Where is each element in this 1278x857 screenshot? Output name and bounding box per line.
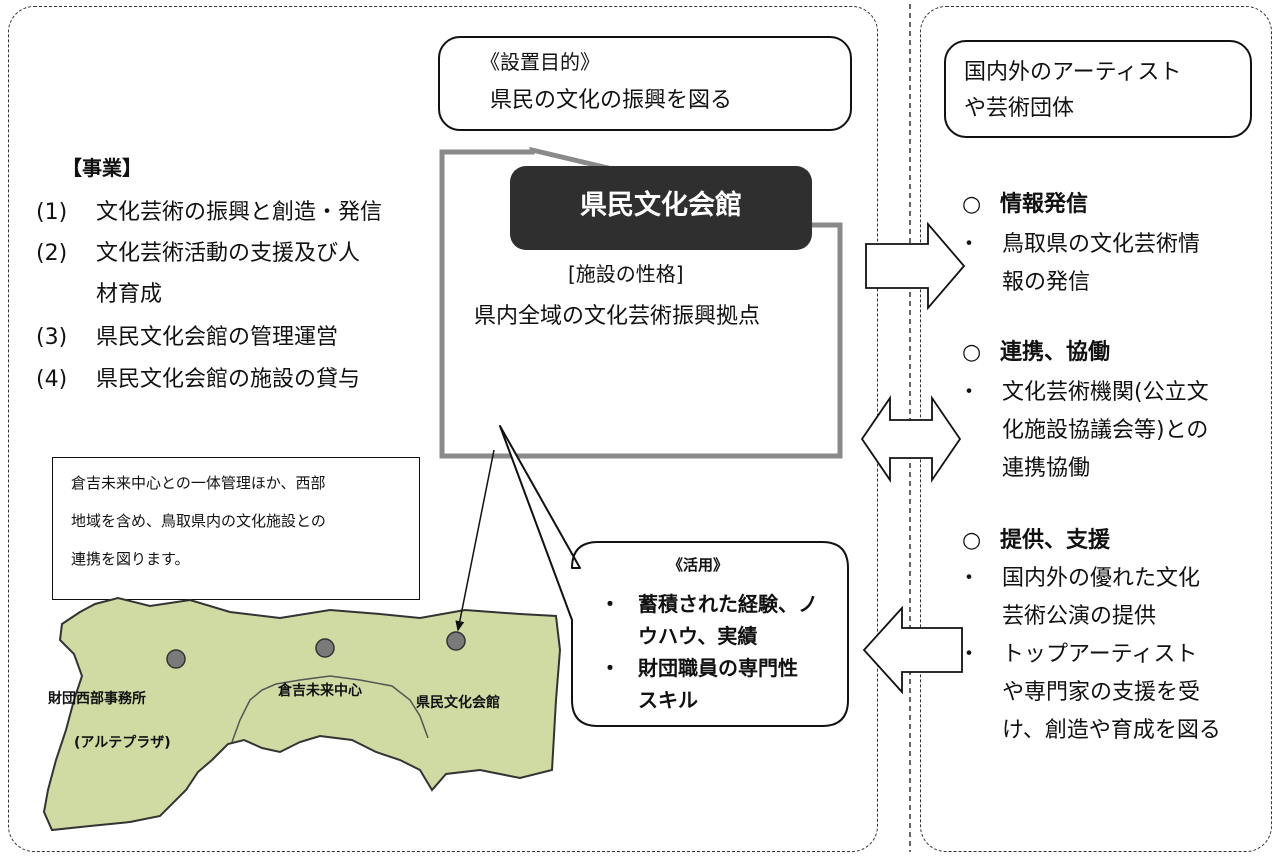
role-1-title: 情報発信 bbox=[1000, 192, 1089, 217]
utilization-bullet-2: ・ bbox=[600, 656, 620, 680]
role-3-title: 提供、支援 bbox=[1000, 528, 1111, 553]
hall-name: 県民文化会館 bbox=[580, 190, 742, 221]
business-item-4-num: (4) bbox=[36, 367, 68, 392]
business-item-2-text: 文化芸術活動の支援及び人 bbox=[96, 241, 361, 266]
role-3-bullet-2-line3: け、創造や育成を図る bbox=[1002, 718, 1221, 743]
role-3-bullet-1: ・ bbox=[958, 566, 981, 591]
purpose-heading: 《設置目的》 bbox=[480, 50, 600, 74]
utilization-heading: 《活用》 bbox=[668, 556, 729, 574]
hall-nature-label: [施設の性格] bbox=[568, 262, 684, 286]
partner-line-2: や芸術団体 bbox=[964, 96, 1075, 121]
utilization-item-2-line1: 財団職員の専門性 bbox=[638, 656, 798, 680]
arrow-support-incoming bbox=[862, 605, 963, 695]
role-2-bullet-1-line3: 連携協働 bbox=[1002, 456, 1091, 481]
business-item-1-num: (1) bbox=[36, 200, 68, 225]
map-label-west-office-sub: (アルテプラザ) bbox=[74, 735, 171, 751]
arrow-collaboration-bidirectional bbox=[860, 395, 962, 483]
note-line-2: 地域を含め、鳥取県内の文化施設との bbox=[71, 512, 326, 530]
utilization-bubble bbox=[499, 425, 849, 727]
business-item-2-cont: 材育成 bbox=[96, 282, 163, 307]
note-line-3: 連携を図ります。 bbox=[71, 550, 190, 568]
utilization-item-1-line1: 蓄積された経験、ノ bbox=[638, 592, 818, 616]
business-item-1-text: 文化芸術の振興と創造・発信 bbox=[96, 200, 383, 225]
tottori-map bbox=[42, 596, 562, 832]
role-3-marker: ○ bbox=[962, 528, 982, 553]
map-dot-west-office bbox=[166, 649, 186, 669]
role-3-bullet-1-line1: 国内外の優れた文化 bbox=[1002, 566, 1201, 591]
map-label-kurayoshi: 倉吉未来中心 bbox=[278, 683, 362, 699]
utilization-item-2-line2: スキル bbox=[638, 688, 698, 712]
hall-title-box: 県民文化会館 bbox=[510, 166, 812, 250]
role-3-bullet-2: ・ bbox=[958, 642, 981, 667]
purpose-text: 県民の文化の振興を図る bbox=[490, 88, 733, 113]
role-1-bullet-1-line2: 報の発信 bbox=[1002, 270, 1091, 295]
partner-line-1: 国内外のアーティスト bbox=[964, 60, 1182, 85]
hall-nature-text: 県内全域の文化芸術振興拠点 bbox=[474, 304, 761, 329]
note-box: 倉吉未来中心との一体管理ほか、西部 地域を含め、鳥取県内の文化施設との 連携を図… bbox=[52, 457, 420, 600]
role-1-bullet-1-line1: 鳥取県の文化芸術情 bbox=[1002, 232, 1201, 257]
arrow-info-outgoing bbox=[865, 221, 966, 311]
role-1-bullet-1: ・ bbox=[958, 232, 981, 257]
map-label-west-office: 財団西部事務所 bbox=[48, 691, 146, 707]
role-3-bullet-2-line1: トップアーティスト bbox=[1002, 642, 1198, 667]
purpose-box: 《設置目的》 県民の文化の振興を図る bbox=[438, 36, 852, 131]
role-2-marker: ○ bbox=[962, 340, 982, 365]
partner-box: 国内外のアーティスト や芸術団体 bbox=[944, 40, 1252, 138]
note-line-1: 倉吉未来中心との一体管理ほか、西部 bbox=[71, 474, 326, 492]
hall-leader-line bbox=[455, 449, 495, 632]
role-2-bullet-1-line2: 化施設協議会等)との bbox=[1002, 418, 1209, 443]
utilization-item-1-line2: ウハウ、実績 bbox=[638, 624, 758, 648]
role-1-marker: ○ bbox=[962, 192, 982, 217]
business-item-4-text: 県民文化会館の施設の貸与 bbox=[96, 367, 361, 392]
utilization-bullet-1: ・ bbox=[600, 592, 620, 616]
map-dot-kurayoshi bbox=[315, 638, 335, 658]
role-2-title: 連携、協働 bbox=[1000, 340, 1111, 365]
business-title: 【事業】 bbox=[62, 156, 142, 180]
business-item-3-num: (3) bbox=[36, 325, 68, 350]
role-2-bullet-1: ・ bbox=[958, 380, 981, 405]
business-item-3-text: 県民文化会館の管理運営 bbox=[96, 325, 339, 350]
map-dot-hall bbox=[446, 631, 466, 651]
role-3-bullet-2-line2: や専門家の支援を受 bbox=[1002, 680, 1201, 705]
business-item-2-num: (2) bbox=[36, 241, 68, 266]
role-2-bullet-1-line1: 文化芸術機関(公立文 bbox=[1002, 380, 1209, 405]
map-label-hall: 県民文化会館 bbox=[416, 695, 500, 711]
role-3-bullet-1-line2: 芸術公演の提供 bbox=[1002, 604, 1157, 629]
